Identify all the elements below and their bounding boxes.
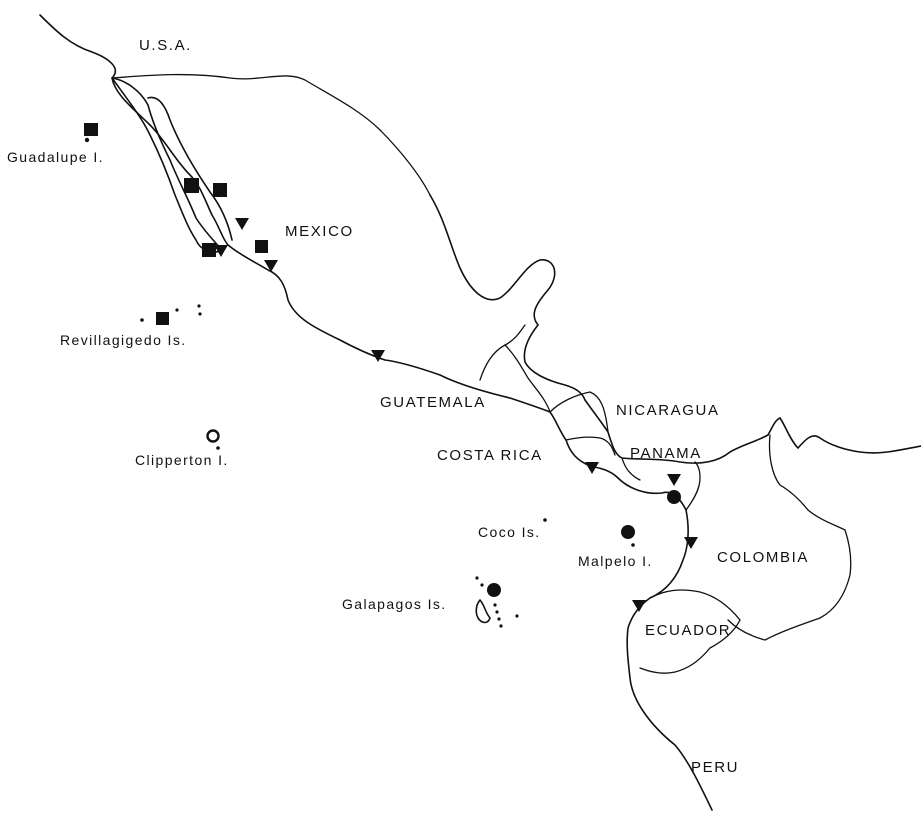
revillagigedo-dot [140, 318, 144, 322]
galapagos-island-dot [495, 610, 499, 614]
mexico-guatemala-border [479, 324, 526, 381]
label-costa-rica: COSTA RICA [437, 447, 543, 464]
label-colombia: COLOMBIA [717, 549, 809, 566]
circle-marker [621, 525, 635, 539]
colombia-ecuador-border [649, 589, 741, 621]
guatemala-border-east [504, 344, 551, 413]
galapagos-island-dot [475, 576, 479, 580]
galapagos-island-dot [493, 603, 497, 607]
label-mexico: MEXICO [285, 223, 354, 240]
circle-marker [667, 490, 681, 504]
coco-island-dot [543, 518, 547, 522]
open-circle-marker [206, 429, 220, 443]
revillagigedo-dot [198, 312, 202, 316]
square-marker [255, 240, 268, 253]
revillagigedo-dot [197, 304, 201, 308]
triangle-marker [585, 462, 599, 474]
clipperton-island-dot [216, 446, 220, 450]
square-marker [156, 312, 169, 325]
label-guadalupe: Guadalupe I. [7, 149, 104, 165]
square-marker [84, 123, 98, 136]
square-marker [213, 183, 227, 197]
circle-marker [487, 583, 501, 597]
galapagos-island-dot [480, 583, 484, 587]
triangle-marker [235, 218, 249, 230]
square-marker [202, 243, 216, 257]
triangle-marker [667, 474, 681, 486]
nicaragua-border [549, 391, 609, 433]
gulf-of-california [147, 96, 233, 241]
gulf-coastline [429, 194, 556, 326]
label-peru: PERU [691, 759, 739, 776]
panama-border [621, 457, 641, 481]
label-coco: Coco Is. [478, 524, 541, 540]
panama-colombia-border [685, 461, 701, 511]
triangle-marker [264, 260, 278, 272]
triangle-marker [371, 350, 385, 362]
label-clipperton: Clipperton I. [135, 452, 229, 468]
isabela-island [475, 599, 491, 624]
label-usa: U.S.A. [139, 37, 192, 54]
label-ecuador: ECUADOR [645, 622, 731, 639]
ecuador-peru-border [639, 619, 741, 674]
triangle-marker [632, 600, 646, 612]
label-galapagos: Galapagos Is. [342, 596, 447, 612]
square-marker [184, 178, 199, 193]
label-revillagigedo: Revillagigedo Is. [60, 332, 187, 348]
triangle-marker [684, 537, 698, 549]
us-border [111, 73, 431, 196]
yucatan-coast [523, 324, 586, 401]
costa-rica-border [565, 436, 616, 456]
revillagigedo-dot [175, 308, 179, 312]
label-panama: PANAMA [630, 445, 702, 462]
label-malpelo: Malpelo I. [578, 553, 653, 569]
galapagos-island-dot [515, 614, 519, 618]
colombia-caribbean [779, 417, 921, 454]
guadalupe-island-dot [84, 137, 90, 143]
malpelo-island-dot [631, 543, 635, 547]
colombia-east-border [727, 434, 852, 641]
triangle-marker [214, 245, 228, 257]
galapagos-island-dot [497, 617, 501, 621]
label-nicaragua: NICARAGUA [616, 402, 720, 419]
label-guatemala: GUATEMALA [380, 394, 486, 411]
galapagos-island-dot [499, 624, 503, 628]
pacific-coastline [39, 14, 713, 811]
